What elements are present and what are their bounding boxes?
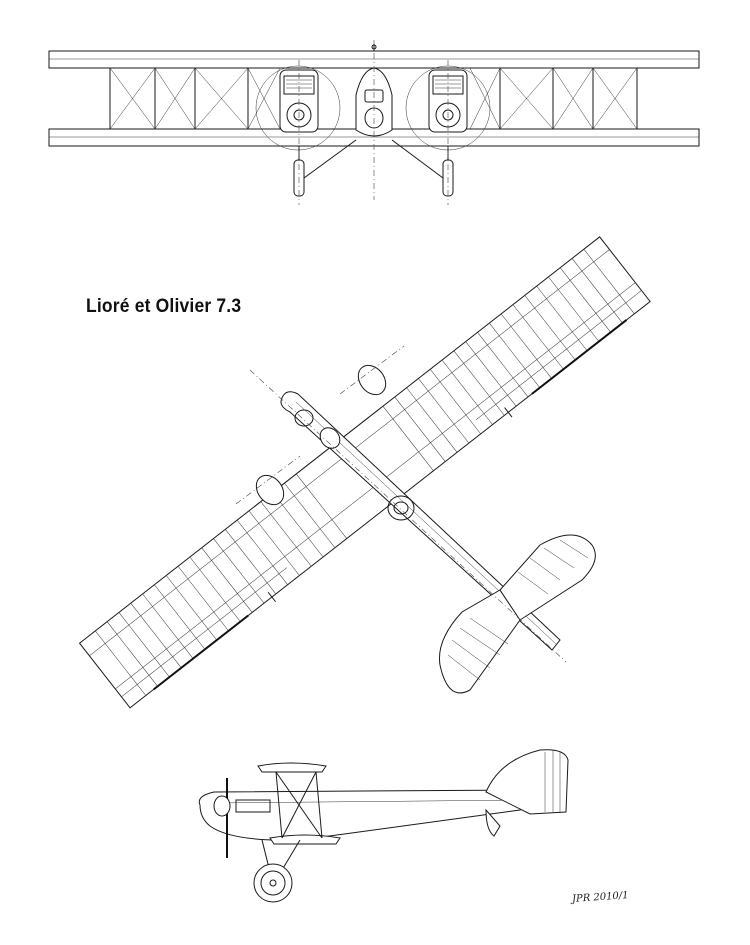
interplane-struts: [109, 68, 638, 129]
left-propeller-disc: [255, 65, 341, 151]
side-upper-wing: [257, 762, 327, 773]
tailplane: [438, 534, 596, 694]
front-view-drawing: [48, 40, 700, 205]
top-engine-nacelles: [235, 345, 405, 506]
bracing-wires: [109, 67, 638, 130]
top-view-drawing: [78, 236, 651, 709]
front-centerlines: [298, 40, 449, 205]
side-view-drawing: [198, 749, 569, 903]
front-undercarriage: [293, 139, 454, 197]
side-struts: [275, 771, 323, 839]
side-landing-gear: [253, 839, 301, 903]
side-lower-wing: [269, 834, 341, 845]
page-title: Lioré et Olivier 7.3: [86, 296, 242, 317]
side-fin-rudder: [485, 749, 569, 815]
